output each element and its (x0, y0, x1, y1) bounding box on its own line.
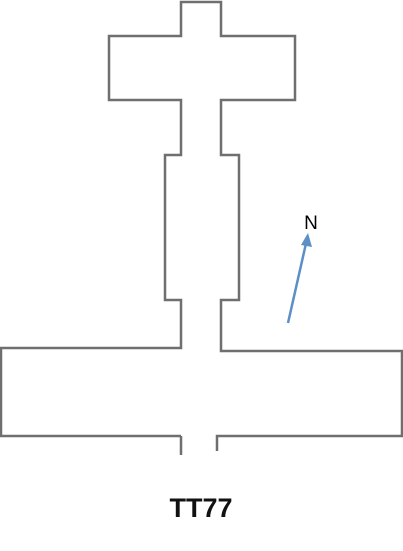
transverse-hall-outline (0, 0, 403, 455)
north-arrow-icon (286, 233, 312, 324)
tomb-label: TT77 (169, 493, 232, 523)
north-label: N (304, 213, 318, 234)
